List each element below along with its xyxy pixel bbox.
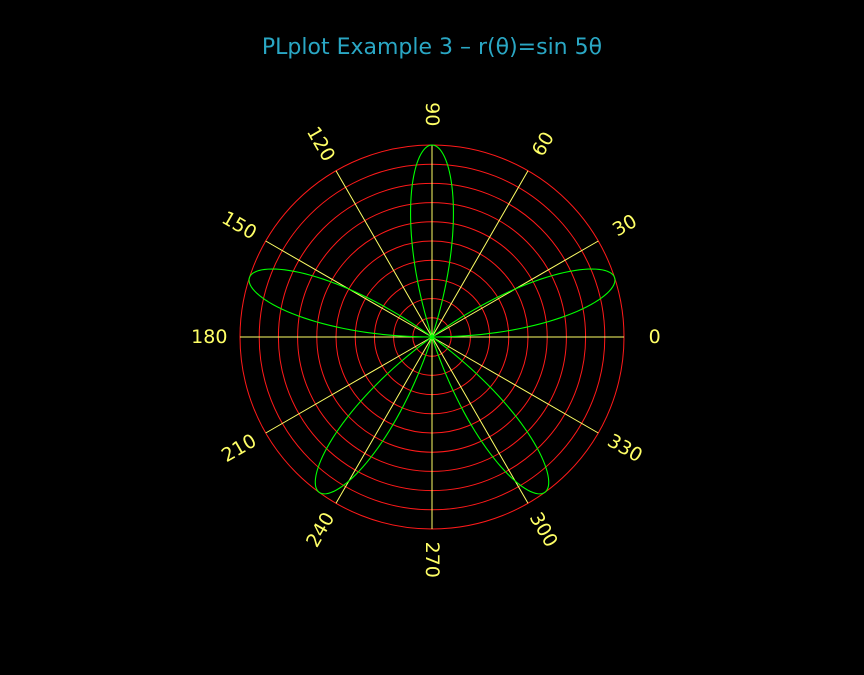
angle-label-30: 30 xyxy=(609,210,641,241)
spoke-240 xyxy=(335,336,433,504)
series-curve xyxy=(248,144,616,495)
angle-label-270: 270 xyxy=(421,542,443,578)
chart-title: PLplot Example 3 – r(θ)=sin 5θ xyxy=(262,35,602,60)
spoke-300 xyxy=(431,336,529,504)
angle-label-330: 330 xyxy=(604,430,646,467)
angle-label-300: 300 xyxy=(525,509,562,551)
angle-spokes xyxy=(240,145,624,529)
angle-label-90: 90 xyxy=(421,102,443,126)
curve-layer xyxy=(248,144,616,495)
spoke-210 xyxy=(265,336,433,434)
spoke-330 xyxy=(431,336,599,434)
angle-label-150: 150 xyxy=(218,207,260,244)
angle-label-60: 60 xyxy=(528,128,559,160)
angle-label-210: 210 xyxy=(218,430,260,467)
spoke-60 xyxy=(431,170,529,338)
angle-label-0: 0 xyxy=(649,326,661,348)
angle-label-240: 240 xyxy=(302,509,339,551)
spoke-120 xyxy=(335,170,433,338)
angle-label-180: 180 xyxy=(191,326,227,348)
angle-label-120: 120 xyxy=(302,123,339,165)
